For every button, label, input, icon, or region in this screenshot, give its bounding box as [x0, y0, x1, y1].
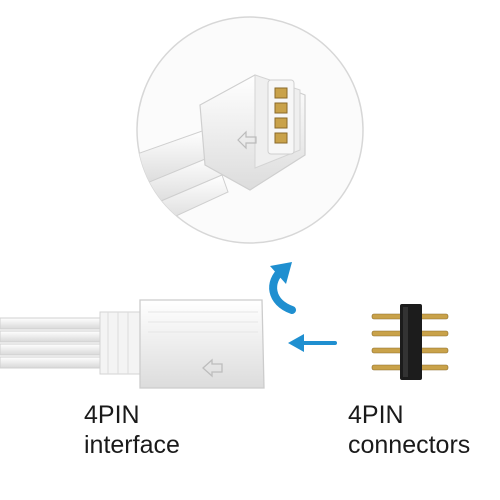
zoom-circle	[136, 16, 364, 244]
connectors-label: 4PIN connectors	[348, 400, 470, 460]
connectors-label-line1: 4PIN	[348, 401, 404, 429]
interface-label-line2: interface	[84, 431, 180, 459]
interface-label-line1: 4PIN	[84, 401, 140, 429]
left-arrow-icon	[288, 334, 337, 352]
connectors-label-line2: connectors	[348, 431, 471, 459]
interface-label: 4PIN interface	[84, 400, 180, 460]
curved-arrow-icon	[269, 262, 296, 314]
pin-header-connector	[371, 304, 449, 380]
arrow-mark-icon	[202, 358, 223, 378]
cable-interface	[0, 299, 265, 389]
